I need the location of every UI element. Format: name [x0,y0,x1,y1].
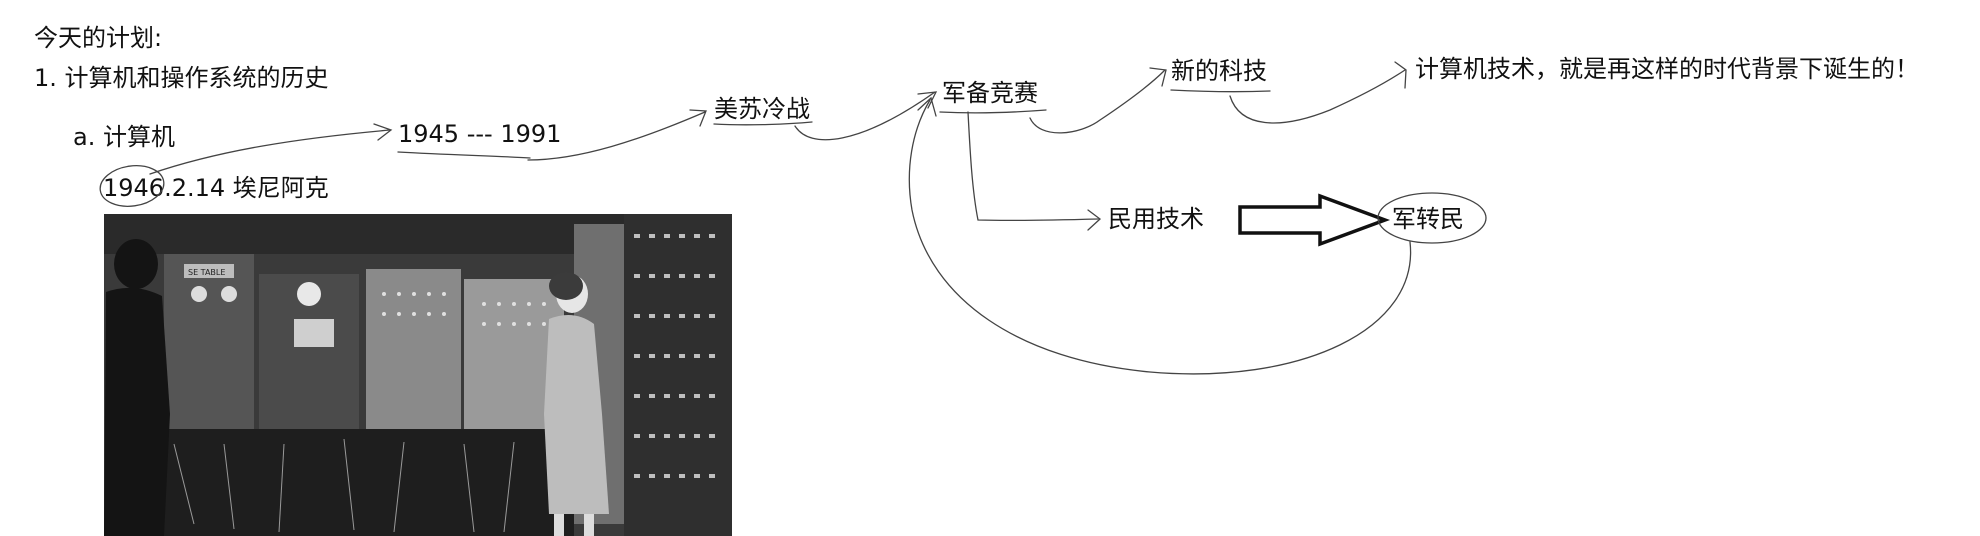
cold-war-label: 美苏冷战 [714,97,810,121]
arrowhead-civil-tech [1088,210,1100,230]
eniac-photo: SE TABLE [104,214,732,536]
conclusion-label: 计算机技术，就是再这样的时代背景下诞生的！ [1415,57,1919,81]
underline-arms-race [940,110,1046,113]
arrowhead-arms-race [918,92,936,108]
arrowhead-cold-war [690,110,706,126]
arrowhead-period [374,124,391,140]
underline-new-tech [1171,90,1270,92]
eniac-photo-drawing: SE TABLE [104,214,732,536]
loop-back-arrow [909,100,1410,374]
military-to-civil-label: 军转民 [1392,207,1464,231]
period-label: 1945 --- 1991 [398,122,561,146]
arrowhead-new-tech [1150,68,1166,86]
sub-item-computer: a. 计算机 [73,125,175,149]
panel-label: SE TABLE [188,268,225,277]
arrow-to-civil-tech [968,112,1098,220]
list-item-history: 1. 计算机和操作系统的历史 [34,66,329,90]
civil-tech-label: 民用技术 [1108,207,1204,231]
arrowhead-conclusion [1395,62,1406,88]
arrowhead-loop [918,98,936,116]
arms-race-label: 军备竞赛 [942,81,1038,105]
arrow-to-period [150,130,390,174]
underline-period [398,152,530,158]
eniac-date-label: 1946.2.14 埃尼阿克 [103,176,329,200]
arrow-to-arms-race [795,92,935,140]
arrow-to-new-tech [1030,70,1165,133]
plan-title: 今天的计划: [34,26,162,50]
new-tech-label: 新的科技 [1171,59,1267,83]
hollow-arrow-icon [1240,196,1385,244]
